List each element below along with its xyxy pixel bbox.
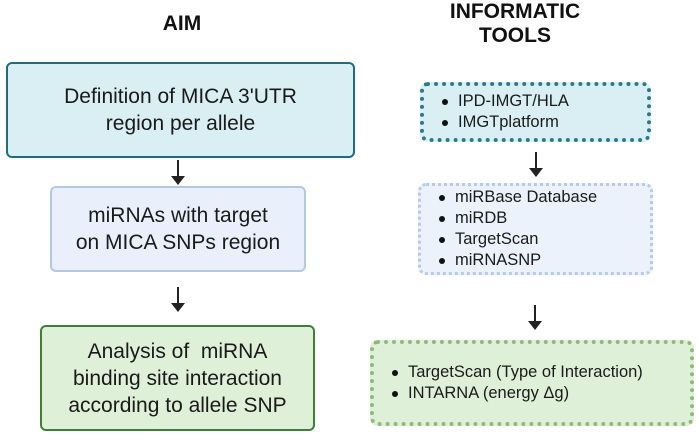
- informatic-tools-heading: INFORMATIC TOOLS: [440, 0, 590, 48]
- aim-arrow-1: [170, 160, 186, 185]
- aim-step-definition-box: Definition of MICA 3'UTR region per alle…: [6, 62, 355, 158]
- tool-item-mirnasnp: miRNASNP: [433, 250, 597, 271]
- aim-step-2-line-2: on MICA SNPs region: [75, 231, 281, 254]
- tool-item-imgtplatform: IMGTplatform: [436, 112, 569, 133]
- tools-group-interaction-box: TargetScan (Type of Interaction) INTARNA…: [370, 340, 694, 426]
- informatic-tools-heading-line2: TOOLS: [479, 24, 551, 47]
- tools-arrow-2: [527, 305, 543, 330]
- tools-group-mirna-list: miRBase Database miRDB TargetScan miRNAS…: [433, 187, 597, 271]
- aim-heading: AIM: [162, 12, 202, 35]
- tools-group-hla-box: IPD-IMGT/HLA IMGTplatform: [420, 82, 651, 142]
- tools-group-interaction-list: TargetScan (Type of Interaction) INTARNA…: [386, 362, 643, 404]
- tools-arrow-1: [528, 152, 544, 177]
- aim-step-1-line-1: Definition of MICA 3'UTR: [64, 85, 297, 108]
- aim-step-2-line-1: miRNAs with target: [88, 204, 268, 227]
- aim-arrow-2: [170, 287, 186, 312]
- tool-item-targetscan: TargetScan: [433, 229, 597, 250]
- tool-item-intarna-energy: INTARNA (energy Δg): [386, 383, 643, 404]
- tools-group-mirna-box: miRBase Database miRDB TargetScan miRNAS…: [418, 183, 653, 275]
- tool-item-ipd-imgt-hla: IPD-IMGT/HLA: [436, 91, 569, 112]
- aim-step-3-line-3: according to allele SNP: [68, 393, 287, 417]
- tool-item-mirdb: miRDB: [433, 208, 597, 229]
- tool-item-mirbase-database: miRBase Database: [433, 187, 597, 208]
- aim-step-1-line-2: region per allele: [105, 112, 256, 135]
- informatic-tools-heading-line1: INFORMATIC: [449, 0, 581, 23]
- tool-item-targetscan-interaction: TargetScan (Type of Interaction): [386, 362, 643, 383]
- aim-step-analysis-box: Analysis of miRNA binding site interacti…: [40, 325, 315, 431]
- aim-step-3-line-1: Analysis of miRNA: [87, 339, 268, 363]
- tools-group-hla-list: IPD-IMGT/HLA IMGTplatform: [436, 91, 569, 133]
- aim-step-mirna-box: miRNAs with target on MICA SNPs region: [50, 186, 306, 272]
- aim-step-3-line-2: binding site interaction: [73, 366, 282, 390]
